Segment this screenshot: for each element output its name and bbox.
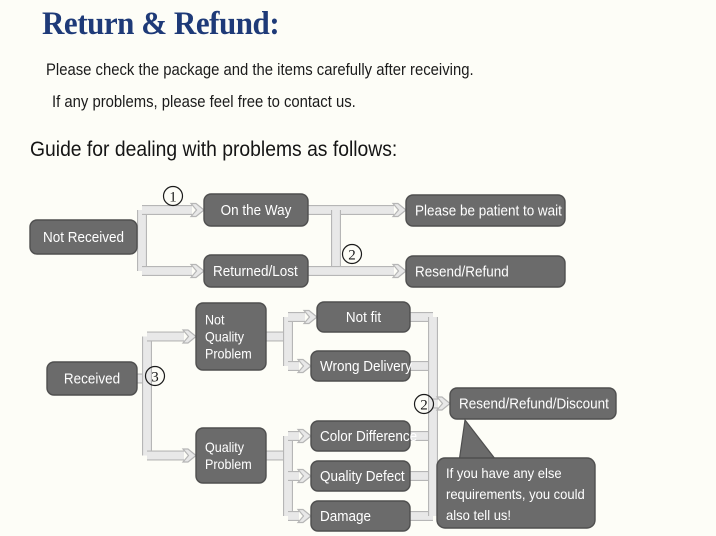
- node-not-fit: Not fit: [316, 301, 411, 333]
- node-color-difference: Color Difference: [310, 420, 417, 452]
- marker-layer: 1 2 3 2: [144, 185, 435, 415]
- node-received: Received: [46, 361, 138, 396]
- node-resend-discount: Resend/Refund/Discount: [449, 387, 617, 420]
- connector-layer: [137, 202, 451, 524]
- node-label: Problem: [205, 457, 252, 473]
- node-on-the-way: On the Way: [203, 193, 309, 227]
- node-label: Damage: [320, 508, 371, 525]
- node-label: Problem: [205, 346, 252, 362]
- node-label: Wrong Delivery: [320, 358, 412, 375]
- step-marker-2-bottom: 2: [413, 393, 435, 415]
- step-marker-2-top: 2: [341, 243, 363, 265]
- node-patient-wait: Please be patient to wait: [405, 194, 566, 227]
- node-returned-lost: Returned/Lost: [203, 254, 309, 288]
- node-label: Returned/Lost: [213, 263, 298, 280]
- node-label: Color Difference: [320, 428, 417, 445]
- node-resend-refund: Resend/Refund: [405, 255, 566, 288]
- node-label: Not Received: [43, 229, 124, 246]
- node-wrong-delivery: Wrong Delivery: [310, 350, 412, 382]
- page-title: Return & Refund:: [42, 6, 280, 42]
- node-label: Quality: [205, 329, 244, 345]
- node-label: Resend/Refund/Discount: [459, 395, 609, 412]
- step-number: 3: [151, 369, 159, 385]
- node-label: Resend/Refund: [415, 263, 509, 280]
- node-label: Not: [205, 312, 225, 328]
- step-marker-3: 3: [144, 365, 166, 387]
- node-quality-defect: Quality Defect: [310, 460, 411, 492]
- callout-line: If you have any else: [446, 466, 562, 482]
- step-marker-1: 1: [162, 185, 184, 207]
- node-label: Received: [64, 370, 120, 387]
- intro-line-2: If any problems, please feel free to con…: [52, 93, 356, 111]
- node-damage: Damage: [310, 500, 411, 532]
- node-label: Quality Defect: [320, 468, 405, 485]
- node-not-received: Not Received: [29, 219, 138, 255]
- intro-line-1: Please check the package and the items c…: [46, 61, 474, 79]
- node-label: Please be patient to wait: [415, 202, 562, 219]
- callout-line: also tell us!: [446, 508, 511, 524]
- callout-bubble: If you have any else requirements, you co…: [436, 418, 596, 529]
- step-number: 2: [348, 247, 356, 263]
- node-label: On the Way: [221, 202, 292, 219]
- guide-heading: Guide for dealing with problems as follo…: [30, 138, 398, 161]
- step-number: 1: [169, 189, 177, 205]
- step-number: 2: [420, 397, 428, 413]
- node-label: Quality: [205, 440, 244, 456]
- callout-line: requirements, you could: [446, 487, 585, 503]
- node-label: Not fit: [346, 309, 381, 326]
- callout-layer: If you have any else requirements, you co…: [436, 418, 596, 529]
